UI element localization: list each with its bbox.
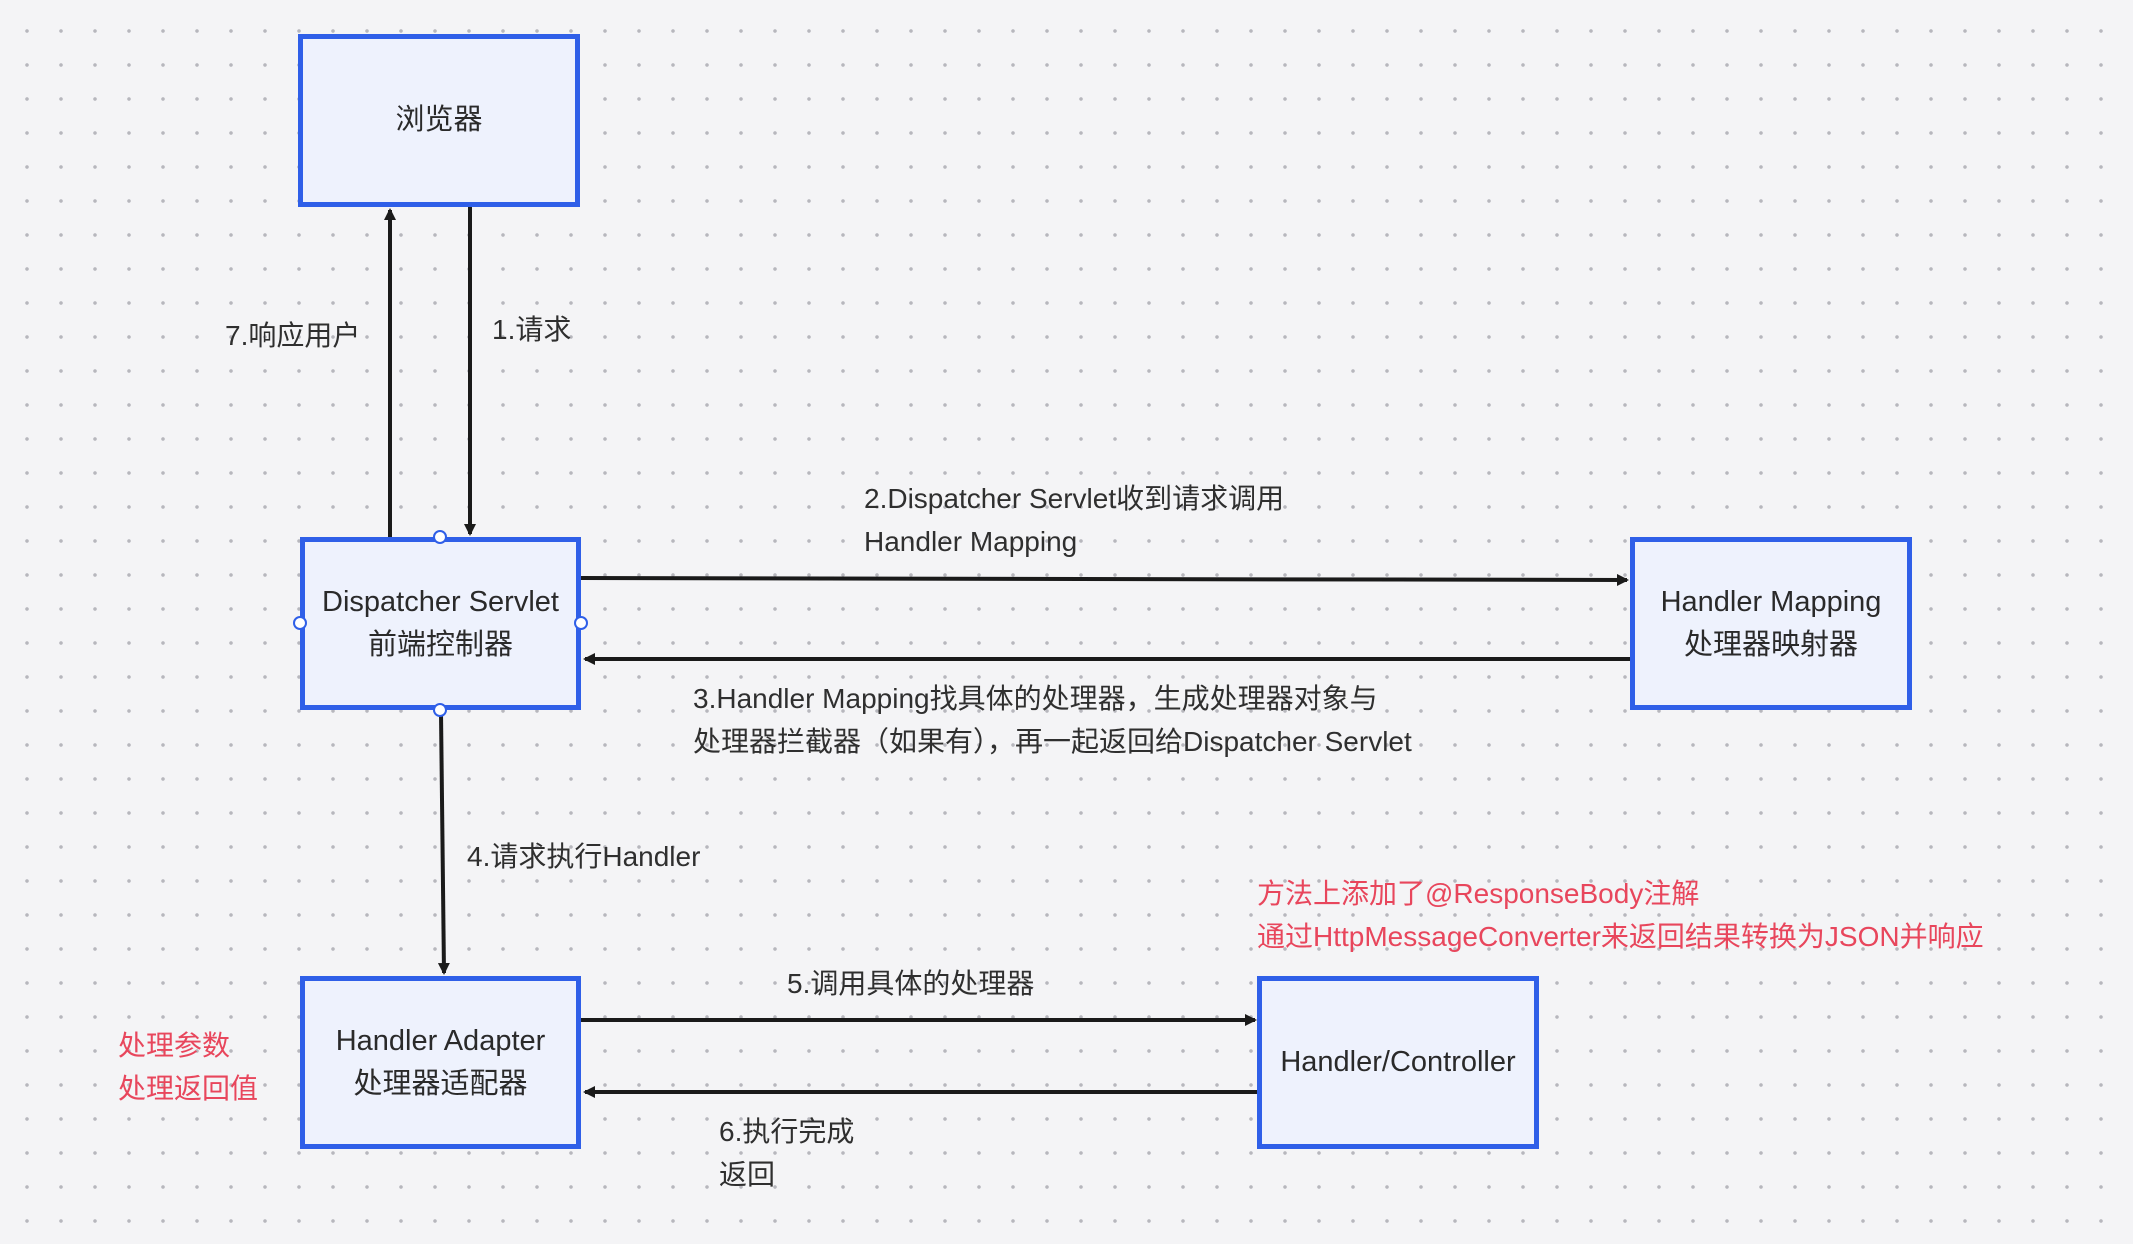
edge-label-request: 1.请求 xyxy=(492,314,572,345)
dispatcher-node-subtitle: 前端控制器 xyxy=(367,628,513,661)
adapter-node-subtitle: 处理器适配器 xyxy=(353,1067,528,1100)
browser-node[interactable]: 浏览器 xyxy=(298,34,580,207)
arrow-execute-handler xyxy=(437,712,450,975)
arrow-call-handler-mapping xyxy=(580,573,1629,586)
edge-label-respond-user: 7.响应用户 xyxy=(225,320,361,351)
mapping-node-subtitle: 处理器映射器 xyxy=(1683,628,1858,661)
browser-node-label: 浏览器 xyxy=(395,104,483,137)
dispatcher-handle-bottom[interactable] xyxy=(433,703,447,717)
adapter-node-title: Handler Adapter xyxy=(335,1025,546,1058)
handler-controller-node[interactable]: Handler/Controller xyxy=(1257,976,1539,1149)
handler-adapter-node[interactable]: Handler Adapter 处理器适配器 xyxy=(300,976,581,1149)
dispatcher-node-title: Dispatcher Servlet xyxy=(322,586,559,619)
adapter-note: 处理参数 处理返回值 xyxy=(118,1030,259,1104)
controller-note: 方法上添加了@ResponseBody注解 通过HttpMessageConve… xyxy=(1257,878,1984,952)
handler-mapping-node[interactable]: Handler Mapping 处理器映射器 xyxy=(1630,537,1912,710)
controller-node-title: Handler/Controller xyxy=(1280,1046,1516,1079)
dispatcher-handle-right[interactable] xyxy=(574,616,588,630)
dispatcher-servlet-node[interactable]: Dispatcher Servlet 前端控制器 xyxy=(300,537,581,710)
mapping-node-title: Handler Mapping xyxy=(1660,586,1882,619)
edge-label-execution-complete: 6.执行完成 返回 xyxy=(719,1116,855,1190)
edge-label-return-handler: 3.Handler Mapping找具体的处理器，生成处理器对象与 处理器拦截器… xyxy=(693,683,1412,757)
edge-label-execute-handler: 4.请求执行Handler xyxy=(467,841,701,872)
dispatcher-handle-left[interactable] xyxy=(293,616,307,630)
edge-label-call-handler-mapping: 2.Dispatcher Servlet收到请求调用 Handler Mappi… xyxy=(864,483,1285,557)
dispatcher-handle-top[interactable] xyxy=(433,530,447,544)
edge-label-invoke-controller: 5.调用具体的处理器 xyxy=(787,968,1035,999)
